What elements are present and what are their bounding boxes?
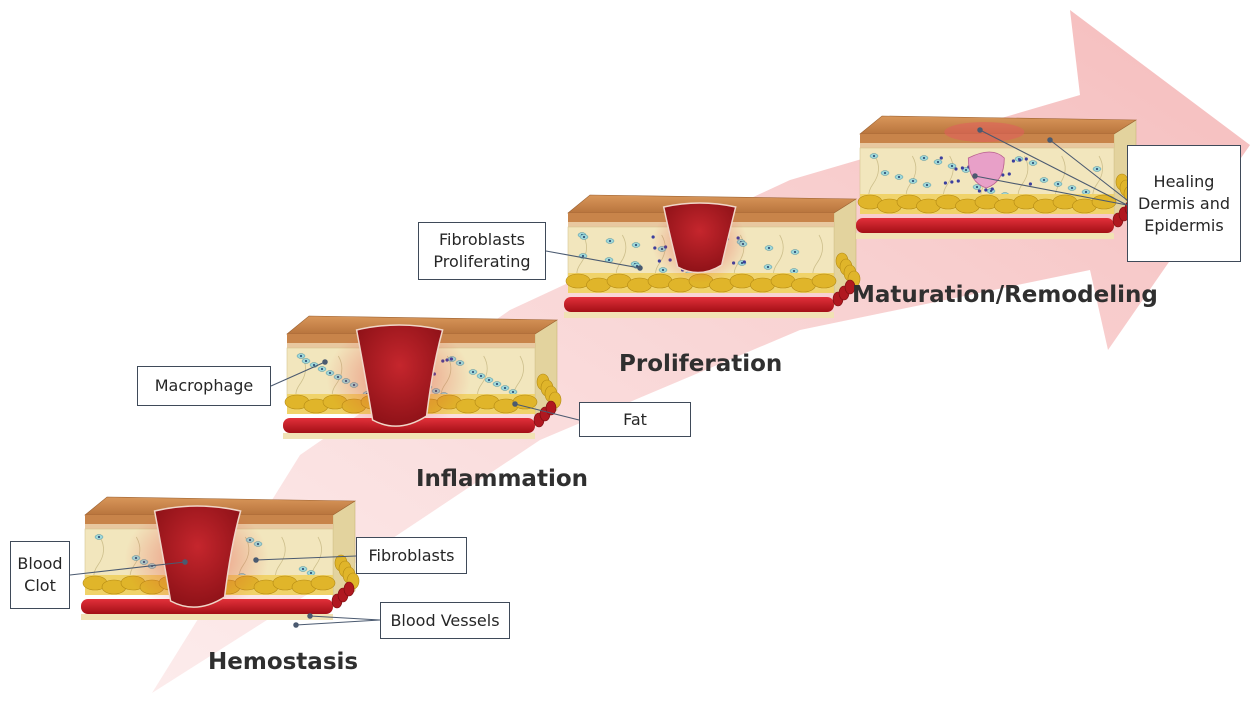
label-fibroblasts: Fibroblasts — [356, 537, 467, 574]
leader-arrowhead — [977, 127, 983, 133]
leader-arrowhead — [293, 622, 299, 628]
wound-clot — [662, 202, 737, 274]
leader-arrowhead — [322, 359, 328, 365]
stage-title-proliferation: Proliferation — [619, 351, 783, 377]
stage-title-maturation: Maturation/Remodeling — [852, 282, 1158, 308]
leader-line — [270, 361, 326, 387]
leader-arrowhead — [637, 265, 643, 271]
leader-line — [974, 175, 1128, 206]
stage-title-hemostasis: Hemostasis — [208, 649, 359, 675]
leader-line — [979, 129, 1128, 206]
leader-line — [295, 619, 381, 626]
wound-clot — [355, 324, 444, 427]
leader-arrowhead — [253, 557, 259, 563]
skin-block-proliferation — [564, 194, 861, 318]
label-fibroblasts-proliferating: Fibroblasts Proliferating — [418, 222, 546, 280]
skin-block-hemostasis — [81, 496, 360, 620]
stage-title-inflammation: Inflammation — [416, 466, 589, 492]
leader-line — [255, 555, 357, 561]
skin-block-inflammation — [283, 315, 562, 439]
leader-arrowhead — [307, 613, 313, 619]
wound-clot — [153, 505, 242, 608]
leader-line — [1049, 139, 1128, 201]
leader-line — [514, 403, 580, 421]
leader-line — [69, 561, 186, 576]
leader-arrowhead — [182, 559, 188, 565]
skin-block-maturation — [856, 115, 1141, 239]
label-fat: Fat — [579, 402, 691, 437]
leader-line — [545, 250, 641, 269]
label-macrophage: Macrophage — [137, 366, 271, 406]
label-healing-dermis-epidermis: Healing Dermis and Epidermis — [1127, 145, 1241, 262]
leader-arrowhead — [1047, 137, 1053, 143]
label-blood-clot: Blood Clot — [10, 541, 70, 609]
leader-arrowhead — [512, 401, 518, 407]
label-blood-vessels: Blood Vessels — [380, 602, 510, 639]
leader-line — [309, 615, 381, 621]
leader-arrowhead — [972, 173, 978, 179]
